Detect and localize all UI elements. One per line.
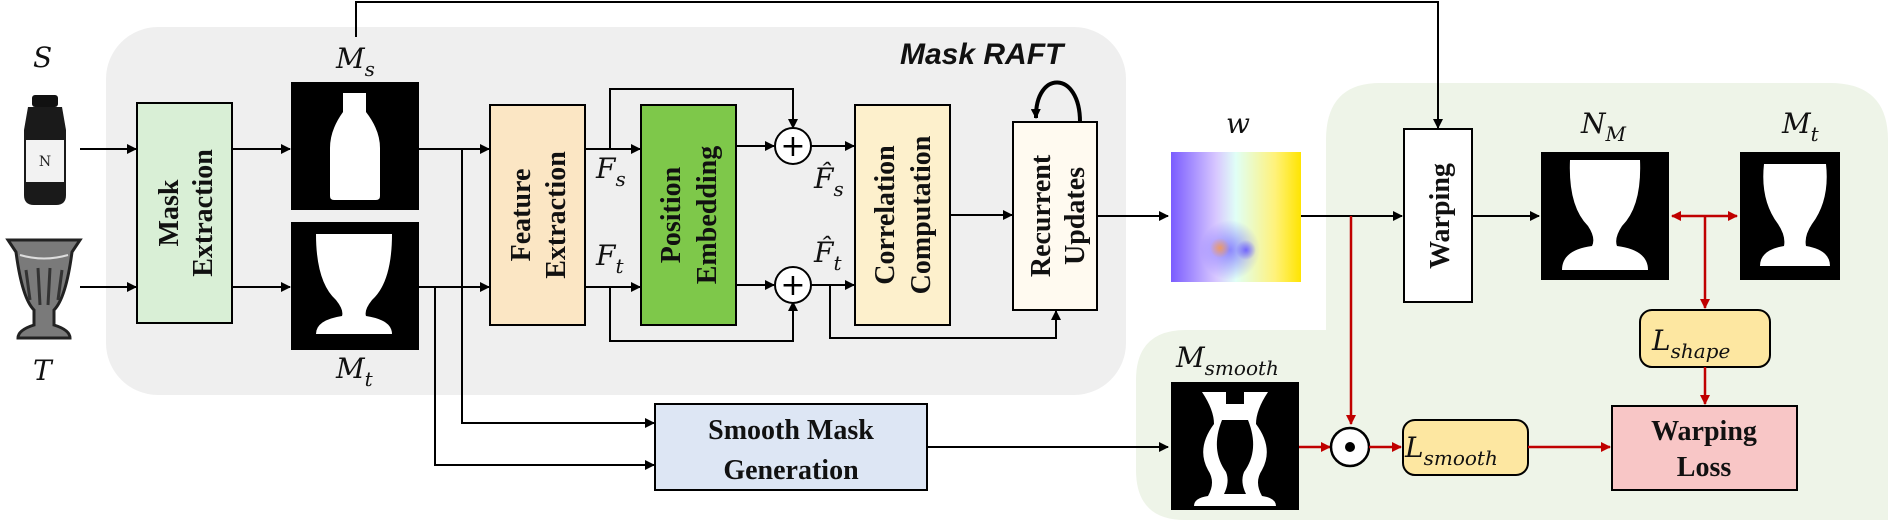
position-embedding-box	[640, 104, 737, 326]
position-embedding-line1: Position	[656, 166, 687, 263]
svg-text:+: +	[780, 129, 805, 164]
recurrent-self-loop	[1030, 80, 1082, 123]
recurrent-line1: Recurrent	[1026, 154, 1057, 277]
source-image: N	[24, 95, 66, 205]
feature-extraction-line2: Extraction	[541, 151, 572, 279]
mask-raft-region	[106, 27, 1126, 395]
nm-mask-image	[1541, 152, 1669, 280]
dot-operator	[1329, 426, 1371, 468]
mask-extraction-line2: Extraction	[188, 149, 219, 277]
warping-loss-box	[1611, 405, 1798, 491]
arrow-ms-to-warping	[355, 1, 1443, 129]
arrow-fthat-to-recurrent	[829, 285, 1061, 339]
plus-operator-bottom: +	[774, 266, 812, 304]
position-embedding-line2: Embedding	[692, 146, 723, 285]
lshape-label: Lshape	[1651, 324, 1730, 363]
smooth-mask-line1: Smooth Mask	[708, 415, 874, 446]
correlation-box	[854, 104, 951, 326]
recurrent-box	[1012, 121, 1098, 311]
smooth-mask-box	[654, 403, 928, 491]
correlation-line1: Correlation	[870, 145, 901, 285]
ms-label: Ms	[335, 42, 375, 81]
w-label: w	[1226, 107, 1250, 140]
mask-extraction-line1: Mask	[154, 179, 185, 246]
arrow-ft-skip-to-plus	[609, 287, 798, 342]
ft-label: Ft	[595, 239, 624, 278]
mt-output-mask-image	[1740, 152, 1840, 280]
plus-operator-top: +	[774, 127, 812, 165]
mt-label: Mt	[335, 352, 374, 391]
mask-extraction-box	[136, 102, 233, 324]
svg-text:N: N	[39, 154, 51, 170]
fs-label: Fs	[595, 152, 626, 191]
mt-output-label: Mt	[1781, 107, 1820, 146]
source-label: S	[33, 41, 52, 74]
msmooth-mask-image	[1171, 382, 1299, 510]
warping-label: Warping	[1425, 163, 1456, 269]
correlation-line2: Computation	[906, 135, 937, 294]
target-image	[5, 238, 83, 340]
fs-hat-label: F̂s	[813, 162, 844, 201]
region-title: Mask RAFT	[900, 38, 1066, 71]
recurrent-line2: Updates	[1060, 167, 1091, 265]
source-mask-image	[291, 82, 419, 210]
target-mask-image	[291, 222, 419, 350]
ft-hat-label: F̂t	[813, 236, 842, 275]
lsmooth-label: Lsmooth	[1404, 431, 1498, 470]
arrow-fs-skip-to-plus	[609, 88, 798, 149]
warping-loss-line2: Loss	[1677, 452, 1732, 483]
nm-label: NM	[1580, 107, 1627, 146]
arrow-ms-to-smooth	[461, 149, 655, 428]
warping-box	[1403, 128, 1473, 303]
arrow-mt-to-smooth	[434, 287, 655, 470]
target-label: T	[33, 354, 54, 387]
smooth-mask-line2: Generation	[723, 455, 859, 486]
feature-extraction-box	[489, 104, 586, 326]
flow-field-image	[1171, 152, 1301, 282]
msmooth-label: Msmooth	[1175, 341, 1279, 380]
svg-text:+: +	[780, 268, 805, 303]
warping-loss-line1: Warping	[1651, 416, 1757, 447]
feature-extraction-line1: Feature	[506, 169, 537, 262]
